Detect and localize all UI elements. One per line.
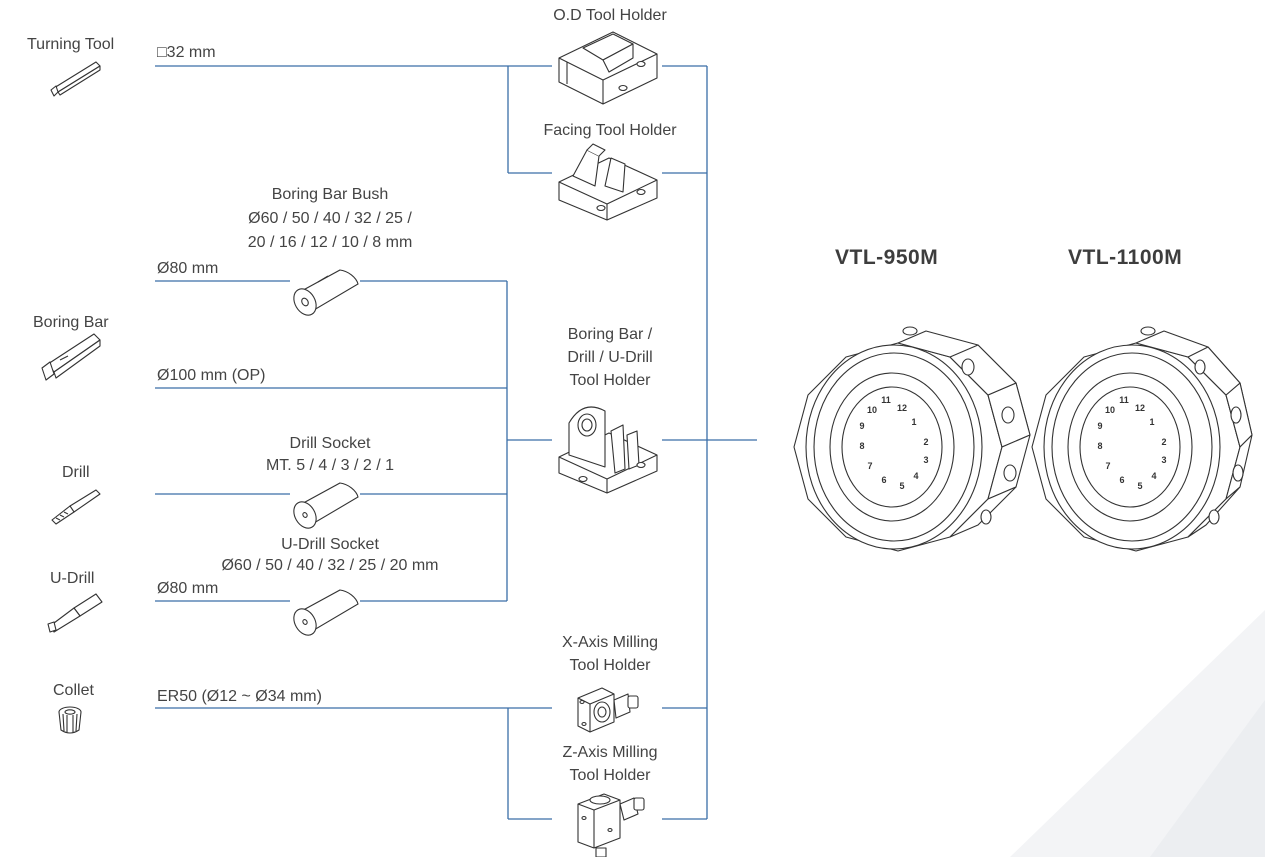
turret-a-num-4: 4 <box>913 471 918 481</box>
boring-holder-label-2: Drill / U-Drill <box>520 348 700 368</box>
x-mill-holder-label-1: X-Axis Milling <box>520 633 700 653</box>
turret-b-num-5: 5 <box>1137 481 1142 491</box>
turning-tool-label: Turning Tool <box>27 35 114 55</box>
z-mill-holder-label-2: Tool Holder <box>520 766 700 786</box>
turret-a-num-1: 1 <box>911 417 916 427</box>
bush-sizes-line2: 20 / 16 / 12 / 10 / 8 mm <box>200 233 460 253</box>
drill-socket-icon <box>288 475 364 531</box>
turret-a-num-5: 5 <box>899 481 904 491</box>
boring-holder-label-3: Tool Holder <box>520 371 700 391</box>
turret-a-num-2: 2 <box>923 437 928 447</box>
turret-b-num-12: 12 <box>1135 403 1145 413</box>
turning-tool-icon <box>48 58 104 98</box>
x-axis-milling-holder-icon <box>572 678 644 736</box>
turret-a-num-8: 8 <box>859 441 864 451</box>
drill-socket-title: Drill Socket <box>220 434 440 454</box>
turret-a-num-6: 6 <box>881 475 886 485</box>
turret-b-num-7: 7 <box>1105 461 1110 471</box>
turret-b-num-6: 6 <box>1119 475 1124 485</box>
boring-bar-icon <box>38 330 104 386</box>
turret-b-num-3: 3 <box>1161 455 1166 465</box>
x-mill-holder-label-2: Tool Holder <box>520 656 700 676</box>
spec-er50: ER50 (Ø12 ~ Ø34 mm) <box>157 687 322 707</box>
drill-label: Drill <box>62 463 90 483</box>
turret-vtl-1100m: 1 2 3 4 5 6 7 8 9 10 11 12 <box>1032 327 1252 551</box>
collet-label: Collet <box>53 681 94 701</box>
z-axis-milling-holder-icon <box>570 788 650 857</box>
turret-a-num-3: 3 <box>923 455 928 465</box>
turret-b-num-8: 8 <box>1097 441 1102 451</box>
turret-b-num-11: 11 <box>1119 395 1129 405</box>
facing-tool-holder-icon <box>553 142 663 222</box>
spec-square32: □32 mm <box>157 43 216 63</box>
od-tool-holder-icon <box>553 28 663 108</box>
turret-a-num-9: 9 <box>859 421 864 431</box>
u-drill-label: U-Drill <box>50 569 94 589</box>
boring-holder-label-1: Boring Bar / <box>520 325 700 345</box>
turret-a-num-12: 12 <box>897 403 907 413</box>
boring-bar-bush-icon <box>288 262 364 318</box>
turret-a-num-10: 10 <box>867 405 877 415</box>
facing-holder-label: Facing Tool Holder <box>510 121 710 141</box>
u-drill-socket-icon <box>288 582 364 638</box>
drill-socket-sizes: MT. 5 / 4 / 3 / 2 / 1 <box>220 456 440 476</box>
u-drill-socket-sizes: Ø60 / 50 / 40 / 32 / 25 / 20 mm <box>180 556 480 576</box>
turret-a-num-7: 7 <box>867 461 872 471</box>
z-mill-holder-label-1: Z-Axis Milling <box>520 743 700 763</box>
turret-b-num-2: 2 <box>1161 437 1166 447</box>
turret-b-num-4: 4 <box>1151 471 1156 481</box>
turret-drawings: 1 2 3 4 5 6 7 8 9 10 11 12 1 2 <box>780 285 1260 565</box>
turret-b-num-1: 1 <box>1149 417 1154 427</box>
drill-icon <box>48 486 104 526</box>
bush-title: Boring Bar Bush <box>210 185 450 205</box>
spec-dia80-udrill: Ø80 mm <box>157 579 218 599</box>
u-drill-icon <box>44 590 106 636</box>
turret-vtl-950m: 1 2 3 4 5 6 7 8 9 10 11 12 <box>794 327 1030 551</box>
turret-b-num-9: 9 <box>1097 421 1102 431</box>
bush-sizes-line1: Ø60 / 50 / 40 / 32 / 25 / <box>200 209 460 229</box>
collet-icon <box>55 704 85 738</box>
spec-dia80-bush: Ø80 mm <box>157 259 218 279</box>
boring-drill-tool-holder-icon <box>553 395 663 495</box>
u-drill-socket-title: U-Drill Socket <box>220 535 440 555</box>
turret-b-num-10: 10 <box>1105 405 1115 415</box>
machine-title-vtl-950m: VTL-950M <box>835 246 938 270</box>
turret-a-num-11: 11 <box>881 395 891 405</box>
od-holder-label: O.D Tool Holder <box>520 6 700 26</box>
machine-title-vtl-1100m: VTL-1100M <box>1068 246 1182 270</box>
spec-dia100: Ø100 mm (OP) <box>157 366 265 386</box>
